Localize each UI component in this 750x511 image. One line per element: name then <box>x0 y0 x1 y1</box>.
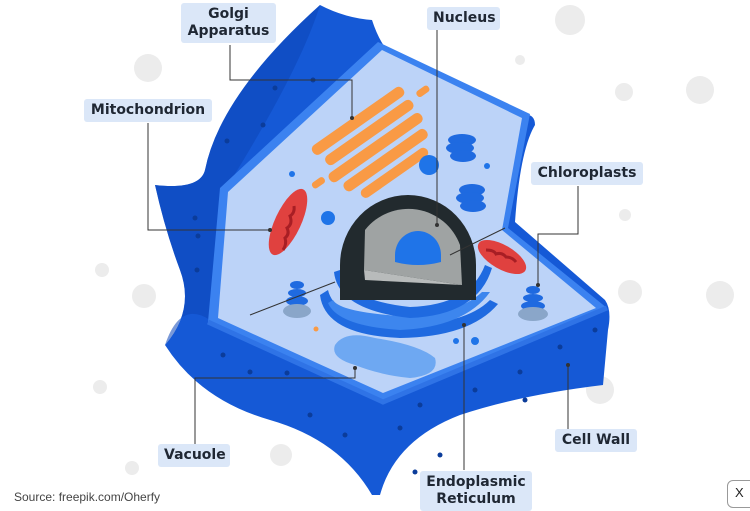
close-button[interactable]: X <box>727 480 750 508</box>
mitochondrion-2 <box>477 239 527 275</box>
vacuole <box>334 335 436 378</box>
label-golgi-apparatus: Golgi Apparatus <box>181 3 276 43</box>
label-chloroplasts: Chloroplasts <box>531 162 643 185</box>
label-mitochondrion: Mitochondrion <box>84 99 212 122</box>
label-endoplasmic-reticulum: Endoplasmic Reticulum <box>420 471 532 511</box>
plant-cell-illustration <box>93 5 734 495</box>
label-nucleus: Nucleus <box>427 7 500 30</box>
leader-lines <box>147 30 579 470</box>
mitochondrion <box>268 188 308 256</box>
vesicle-orange <box>313 326 319 332</box>
cell-wall-shade <box>155 5 320 345</box>
leader-dots <box>268 116 570 370</box>
source-credit: Source: freepik.com/Oherfy <box>14 490 161 504</box>
chloroplast-stacks <box>283 134 548 321</box>
vesicle <box>321 211 335 225</box>
floor-edge <box>206 305 608 405</box>
golgi-apparatus <box>311 85 430 198</box>
nucleus <box>340 195 476 300</box>
label-vacuole: Vacuole <box>158 444 230 467</box>
endoplasmic-reticulum <box>320 265 498 338</box>
label-cell-wall: Cell Wall <box>555 429 637 452</box>
